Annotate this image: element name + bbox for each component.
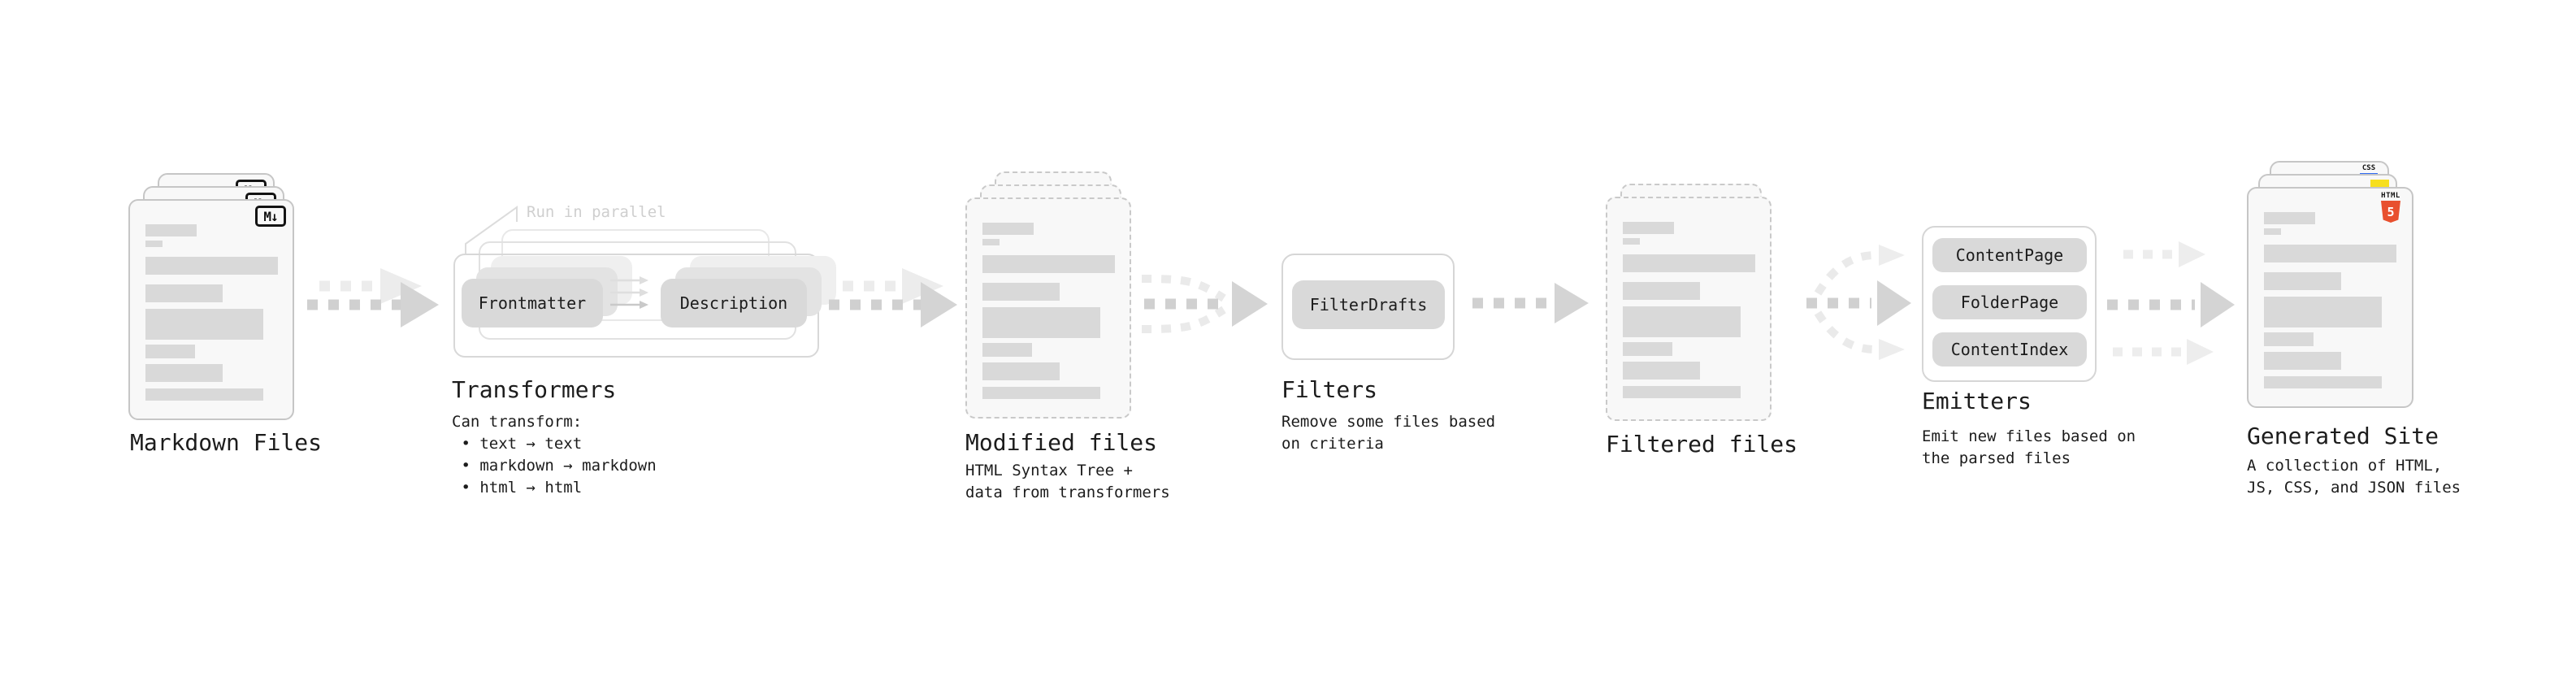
transformers-title: Transformers <box>452 376 617 403</box>
folderpage-pill: FolderPage <box>1932 285 2087 319</box>
run-in-parallel-annotation: Run in parallel <box>527 203 666 221</box>
html5-icon-label: HTML <box>2381 192 2400 200</box>
filtered-file-card-front <box>1606 197 1772 421</box>
generated-site-description: A collection of HTML,JS, CSS, and JSON f… <box>2247 457 2461 497</box>
markdown-file-card-front: M↓ <box>128 199 294 420</box>
filtered-files-title: Filtered files <box>1606 431 1798 458</box>
transformers-description: Can transform: • text → text • markdown … <box>452 413 657 497</box>
document-placeholder-lines <box>145 224 278 401</box>
markdown-file-icon: M↓ <box>255 206 286 227</box>
annotation-leader-line <box>465 206 518 254</box>
document-placeholder-lines <box>1623 222 1755 398</box>
site-file-card-html: HTML 5 <box>2247 187 2413 408</box>
arrow-filtered-to-emitters <box>1806 245 1911 360</box>
filters-title: Filters <box>1281 376 1378 403</box>
html5-icon-shield: 5 <box>2381 201 2400 223</box>
markdown-files-title: Markdown Files <box>130 429 323 456</box>
document-placeholder-lines <box>2264 212 2396 388</box>
arrow-markdown-to-transformers <box>307 268 439 327</box>
arrow-transformers-to-modified <box>829 268 957 327</box>
css-icon-label: CSS <box>2361 164 2376 172</box>
document-placeholder-lines <box>982 223 1115 399</box>
contentpage-pill: ContentPage <box>1932 238 2087 272</box>
modified-files-title: Modified files <box>965 429 1158 456</box>
emitters-title: Emitters <box>1922 388 2032 414</box>
generated-site-title: Generated Site <box>2247 423 2439 449</box>
parallel-flow-arrows <box>610 276 648 309</box>
arrows-emitters-to-site <box>2107 241 2235 365</box>
arrow-filters-to-filtered <box>1472 283 1589 323</box>
html5-file-icon: HTML 5 <box>2379 193 2402 223</box>
contentindex-pill: ContentIndex <box>1932 332 2087 367</box>
modified-files-description: HTML Syntax Tree +data from transformers <box>965 462 1170 501</box>
arrow-modified-to-filters <box>1141 275 1268 333</box>
filterdrafts-pill: FilterDrafts <box>1292 280 1445 329</box>
modified-file-card-front <box>965 197 1131 419</box>
description-pill: Description <box>661 279 807 327</box>
frontmatter-pill: Frontmatter <box>462 279 603 327</box>
